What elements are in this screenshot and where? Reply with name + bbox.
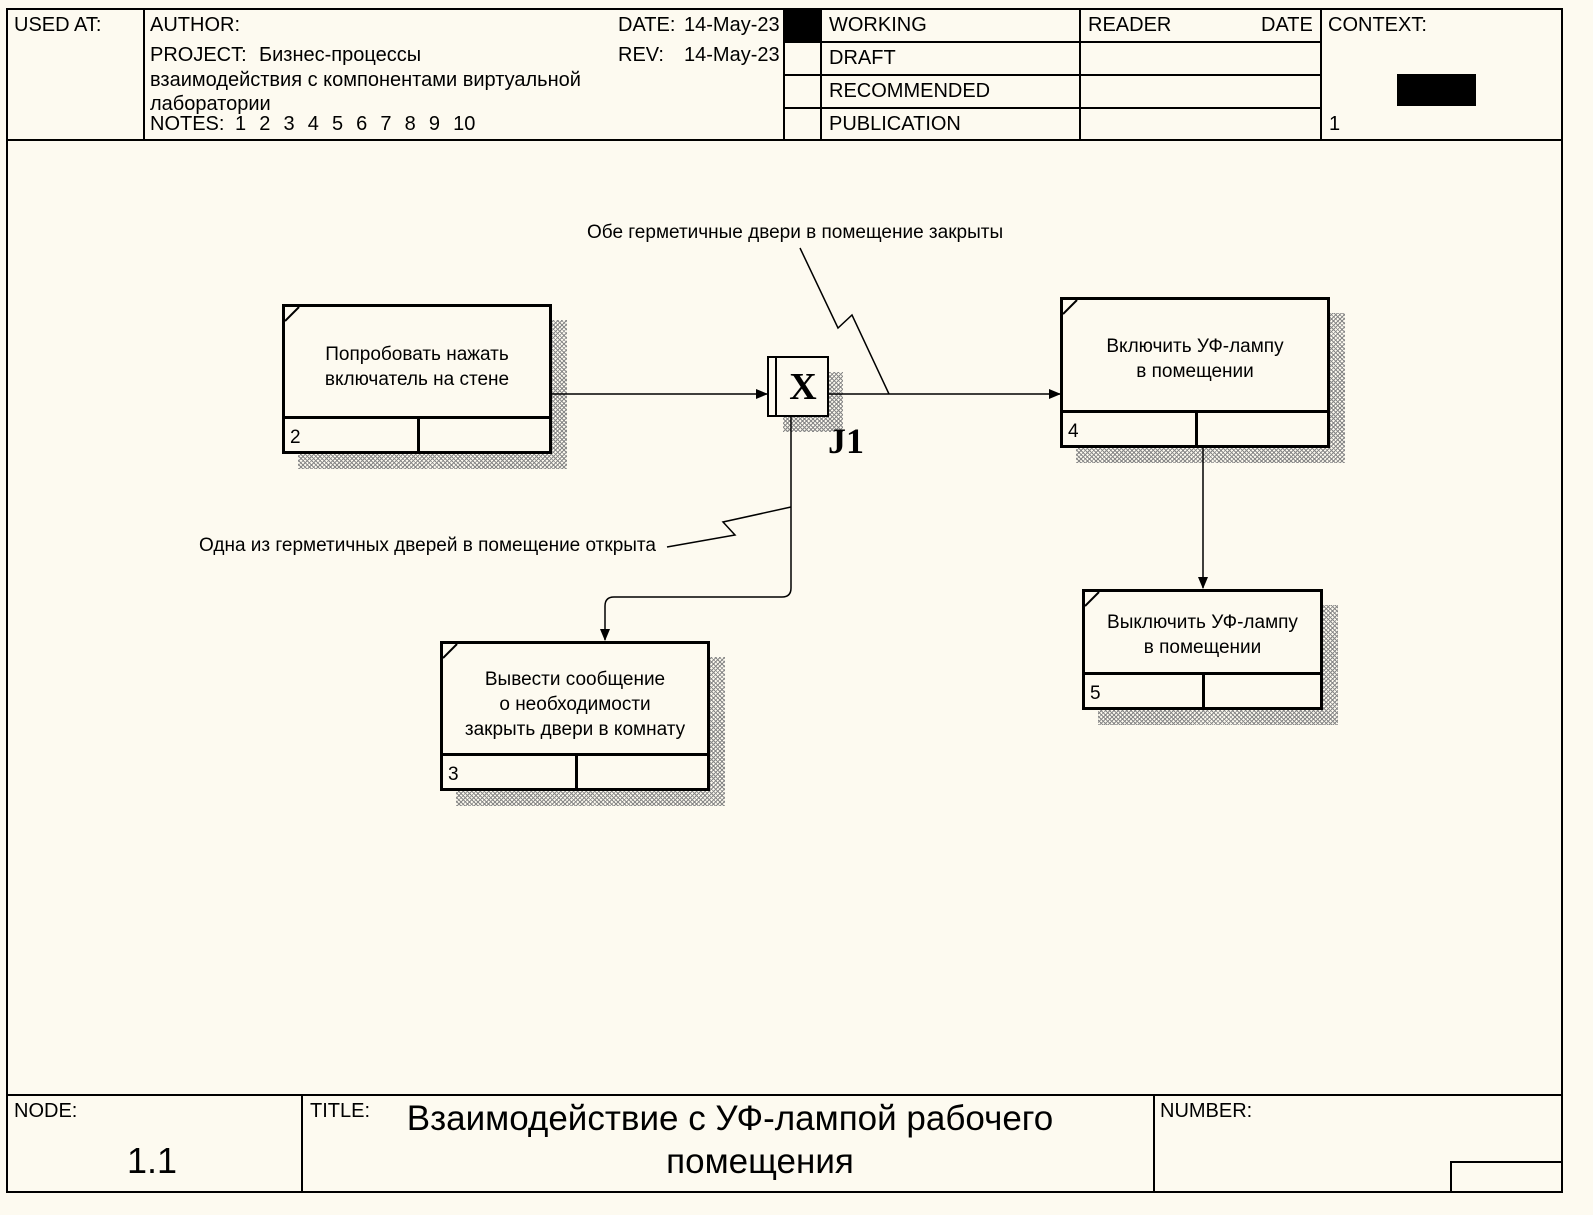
project-label: PROJECT:	[150, 44, 247, 66]
squiggle-note-open	[666, 506, 792, 548]
box-5-footer	[1085, 672, 1320, 707]
box-3-footer	[443, 753, 707, 788]
footer-divider-2	[1153, 1094, 1155, 1193]
title-label: TITLE:	[310, 1100, 371, 1122]
box-corner-mark	[443, 644, 458, 659]
project-line-3: лаборатории	[150, 93, 271, 115]
working-status-marker	[785, 10, 820, 41]
notes-label: NOTES:	[150, 113, 225, 135]
rev-value: 14-May-23	[684, 44, 780, 66]
context-number: 1	[1329, 113, 1341, 135]
box-4-footer	[1063, 410, 1327, 445]
junction-xor[interactable]: X	[767, 356, 829, 417]
page-title-line-1: Взаимодействие с УФ-лампой рабочего	[406, 1099, 1054, 1138]
header-divider-5	[1320, 8, 1322, 140]
box-4-number: 4	[1068, 421, 1079, 442]
box-5-label-line-2: в помещении	[1143, 637, 1262, 658]
status-row-line-3	[783, 107, 1321, 109]
squiggle-note-closed	[799, 247, 890, 395]
reader-date-label: DATE	[1261, 14, 1313, 36]
note-door-open: Одна из герметичных дверей в помещение о…	[199, 535, 656, 556]
box-2-number: 2	[290, 427, 301, 448]
page-title-line-2: помещения	[666, 1142, 854, 1181]
number-label: NUMBER:	[1160, 1100, 1253, 1122]
date-value: 14-May-23	[684, 14, 780, 36]
number-field-box	[1450, 1161, 1563, 1193]
box-5-number: 5	[1090, 683, 1101, 704]
arrow-junction-to-box3[interactable]	[600, 417, 792, 641]
context-marker	[1397, 74, 1476, 106]
activity-box-2[interactable]: Попробовать нажать включатель на стене 2	[282, 304, 552, 454]
box-2-label-line-1: Попробовать нажать	[325, 344, 509, 365]
footer-divider-1	[301, 1094, 303, 1193]
junction-symbol: X	[789, 366, 817, 408]
box-2-footer	[285, 416, 549, 451]
activity-box-3[interactable]: Вывести сообщение о необходимости закрыт…	[440, 641, 710, 791]
author-label: AUTHOR:	[150, 14, 240, 36]
footer-top-border	[6, 1094, 1563, 1096]
status-row-line-1	[783, 41, 1321, 43]
box-corner-mark	[285, 307, 300, 322]
project-line-1: Бизнес-процессы	[259, 44, 422, 66]
node-value: 1.1	[127, 1140, 178, 1181]
status-row-line-2	[783, 74, 1321, 76]
box-3-label-line-2: о необходимости	[499, 694, 651, 715]
status-working: WORKING	[829, 14, 927, 36]
date-label: DATE:	[618, 14, 676, 36]
activity-box-4[interactable]: Включить УФ-лампу в помещении 4	[1060, 297, 1330, 448]
rev-label: REV:	[618, 44, 664, 66]
box-3-label-line-3: закрыть двери в комнату	[464, 719, 686, 740]
context-label: CONTEXT:	[1328, 14, 1427, 36]
used-at-label: USED AT:	[14, 14, 102, 36]
reader-label: READER	[1088, 14, 1172, 36]
note-doors-closed: Обе герметичные двери в помещение закрыт…	[587, 222, 1004, 243]
status-recommended: RECOMMENDED	[829, 80, 991, 102]
box-corner-mark	[1085, 592, 1100, 607]
activity-box-5[interactable]: Выключить УФ-лампу в помещении 5	[1082, 589, 1323, 710]
project-line-2: взаимодействия с компонентами виртуально…	[150, 69, 581, 91]
junction-label: J1	[828, 421, 864, 461]
box-2-label-line-2: включатель на стене	[324, 369, 510, 390]
status-draft: DRAFT	[829, 47, 896, 69]
junction-inner-bar	[775, 358, 777, 415]
header-bottom-border	[6, 139, 1563, 141]
notes-values: 1 2 3 4 5 6 7 8 9 10	[235, 113, 476, 135]
header-divider-1	[143, 8, 145, 140]
box-3-label-line-1: Вывести сообщение	[484, 669, 666, 690]
box-4-label-line-2: в помещении	[1136, 361, 1254, 382]
box-4-label-line-1: Включить УФ-лампу	[1106, 336, 1284, 357]
box-5-label-line-1: Выключить УФ-лампу	[1107, 612, 1298, 633]
box-corner-mark	[1063, 300, 1078, 315]
status-publication: PUBLICATION	[829, 113, 961, 135]
node-label: NODE:	[14, 1100, 78, 1122]
box-3-number: 3	[448, 764, 459, 785]
